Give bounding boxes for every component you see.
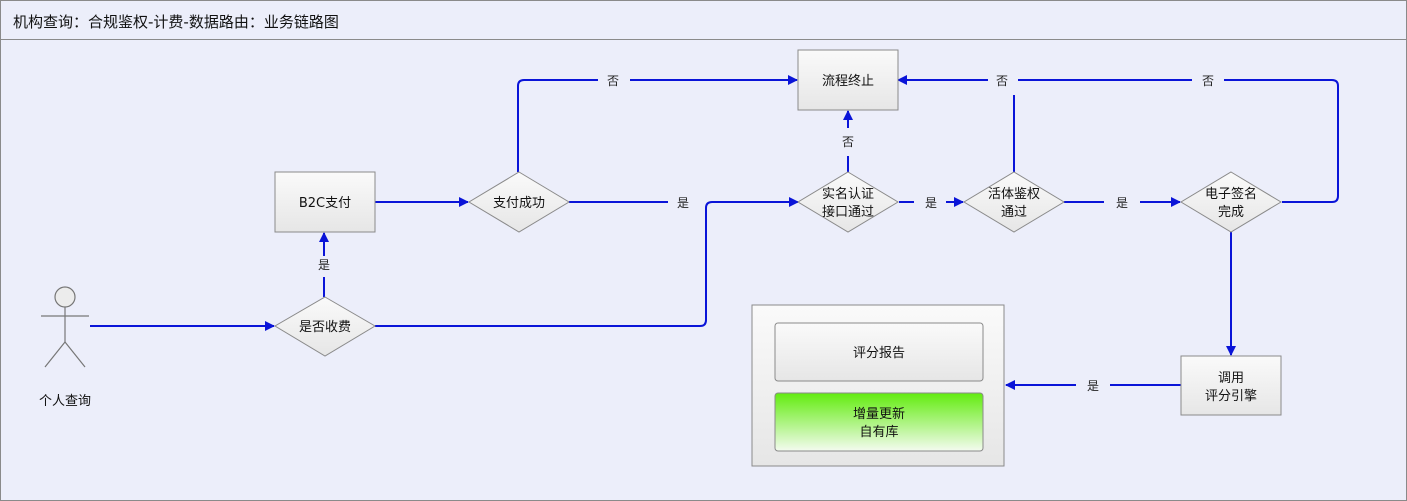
- decision-esign[interactable]: [1180, 171, 1282, 233]
- liveness-label-line2: 通过: [1001, 205, 1027, 220]
- decision-pay-success[interactable]: [468, 171, 570, 233]
- page-title: 机构查询：合规鉴权-计费-数据路由：业务链路图: [13, 13, 339, 31]
- liveness-label-line1: 活体鉴权: [988, 186, 1040, 202]
- flow-end-label: 流程终止: [822, 73, 874, 89]
- edge-label-realname-yes: 是: [925, 196, 937, 210]
- edge-label-pay-fail: 否: [607, 74, 619, 88]
- edge-label-fee-yes: 是: [318, 258, 330, 272]
- fee-check-label: 是否收费: [299, 320, 351, 335]
- report-box[interactable]: [774, 322, 984, 382]
- edge-label-realname-fail: 否: [842, 135, 854, 149]
- edge-label-pay-yes: 是: [677, 196, 689, 210]
- actor-person-icon: [41, 286, 89, 368]
- realname-label-line2: 接口通过: [822, 204, 874, 220]
- report-label: 评分报告: [853, 346, 905, 361]
- terminal-flow-end[interactable]: [797, 49, 899, 111]
- pay-success-label: 支付成功: [493, 196, 545, 211]
- update-label-line2: 自有库: [859, 424, 898, 440]
- title-bar: 机构查询：合规鉴权-计费-数据路由：业务链路图: [1, 1, 1406, 40]
- edge-pay-to-end: [517, 79, 598, 172]
- realname-label-line1: 实名认证: [822, 186, 874, 202]
- process-score-engine[interactable]: [1180, 355, 1282, 416]
- edge-label-liveness-fail: 否: [996, 74, 1008, 88]
- edge-label-liveness-yes: 是: [1116, 196, 1128, 210]
- actor-label: 个人查询: [39, 394, 91, 409]
- edge-fee-to-realname: [375, 197, 799, 327]
- process-b2c-pay[interactable]: [274, 171, 376, 233]
- edge-esign-to-end: [1224, 79, 1339, 203]
- edge-label-engine-yes: 是: [1087, 379, 1099, 393]
- update-label-line1: 增量更新: [853, 406, 905, 422]
- esign-label-line1: 电子签名: [1205, 186, 1257, 202]
- decision-liveness[interactable]: [963, 171, 1065, 233]
- engine-label-line2: 评分引擎: [1205, 389, 1257, 404]
- esign-label-line2: 完成: [1218, 205, 1244, 220]
- engine-label-line1: 调用: [1218, 371, 1244, 386]
- update-db-box[interactable]: [774, 392, 984, 452]
- b2c-pay-label: B2C支付: [299, 196, 351, 211]
- decision-realname[interactable]: [797, 171, 899, 233]
- decision-fee-check[interactable]: [274, 296, 376, 357]
- edge-label-esign-fail: 否: [1202, 74, 1214, 88]
